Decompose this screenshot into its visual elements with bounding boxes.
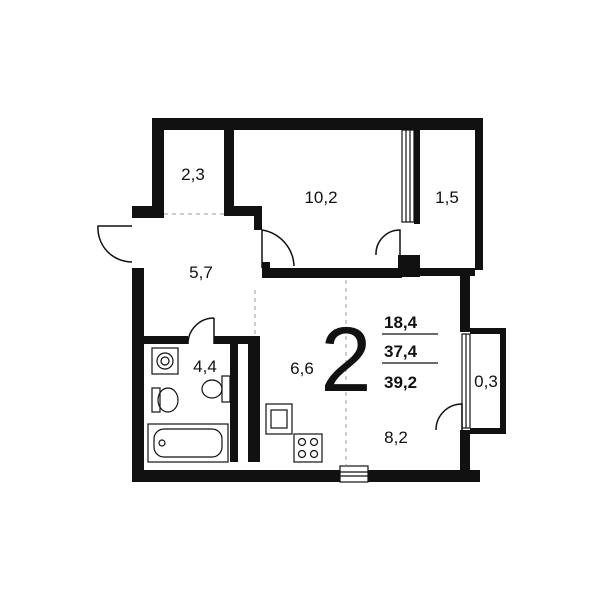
bathtub-icon bbox=[147, 423, 229, 463]
cooktop-icon bbox=[293, 433, 323, 463]
toilet-icon bbox=[151, 387, 179, 413]
hall-area: 5,7 bbox=[189, 263, 213, 282]
dashed-dividers bbox=[164, 213, 347, 466]
washing-machine-icon bbox=[151, 347, 179, 375]
balcony-area: 0,3 bbox=[474, 372, 498, 391]
bathroom-area: 4,4 bbox=[193, 357, 217, 376]
living-room-area: 8,2 bbox=[384, 428, 408, 447]
wardrobe-area: 2,3 bbox=[181, 165, 205, 184]
living-area-total: 18,4 bbox=[384, 313, 418, 332]
apartment-area-total: 37,4 bbox=[384, 342, 418, 361]
fixtures bbox=[147, 347, 323, 463]
area-with-balcony-total: 39,2 bbox=[384, 373, 417, 392]
room-count: 2 bbox=[320, 309, 371, 411]
sink-icon bbox=[201, 375, 231, 403]
walls bbox=[132, 118, 506, 482]
loggia-area: 1,5 bbox=[435, 188, 459, 207]
windows bbox=[339, 129, 471, 483]
room-area-labels: 2,3 10,2 1,5 5,7 4,4 6,6 8,2 0,3 bbox=[181, 165, 498, 447]
doors bbox=[97, 225, 463, 431]
summary-block: 2 18,4 37,4 39,2 bbox=[320, 309, 438, 411]
kitchen-area: 6,6 bbox=[290, 359, 314, 378]
bedroom-area: 10,2 bbox=[304, 188, 337, 207]
kitchen-sink-icon bbox=[265, 403, 293, 435]
